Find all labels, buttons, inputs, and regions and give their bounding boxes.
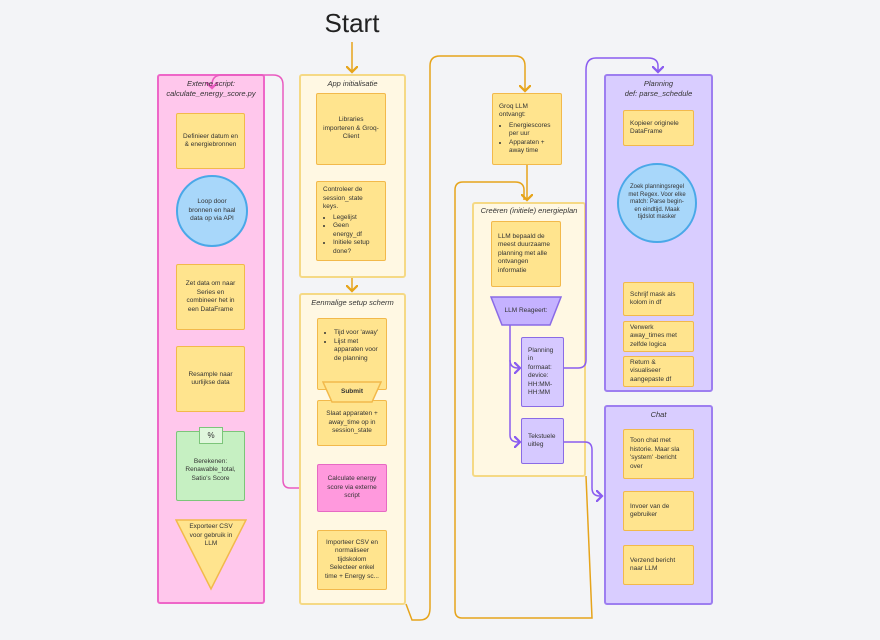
loop-sources-circle[interactable]: Loop door bronnen en haal data op via AP… [176, 175, 248, 247]
setup-input-note[interactable]: Tijd voor 'away' Lijst met apparaten voo… [317, 318, 387, 390]
chat-title: Chat [650, 410, 667, 419]
app-init-title: App initialisatie [327, 79, 378, 88]
return-visualize-note[interactable]: Return & visualiseer aangepaste df [623, 356, 694, 387]
resample-note[interactable]: Resample naar uurlijkse data [176, 346, 245, 412]
llm-reacts-shape[interactable] [490, 296, 562, 326]
arrow-format-to-planning [563, 57, 658, 369]
arrow-react-to-format [509, 325, 520, 368]
session-state-note[interactable]: Controleer de session_state keys. Legeli… [316, 181, 386, 261]
planning-format-note[interactable]: Planning in formaat: device: HH:MM-HH:MM [521, 337, 564, 407]
llm-reacts-label: LLM Reageert: [504, 307, 548, 314]
series-note[interactable]: Zet data om naar Series en combineer het… [176, 264, 245, 330]
import-csv-note[interactable]: Importeer CSV en normaliseer tijdskolom … [317, 530, 387, 590]
energy-plan-title: Creëren (initiele) energieplan [480, 206, 578, 215]
store-devices-note[interactable]: Slaat apparaten + away_time op in sessio… [317, 400, 387, 446]
chat-history-note[interactable]: Toon chat met historie. Maar sla 'system… [623, 429, 694, 479]
arrow-react-to-text [509, 360, 520, 442]
calculate-energy-note[interactable]: Calculate energy score via externe scrip… [317, 464, 387, 512]
send-message-note[interactable]: Verzend bericht naar LLM [623, 545, 694, 585]
arrow-pink-loop [212, 74, 299, 489]
define-sources-note[interactable]: Definieer datum en & energiebronnen [176, 113, 245, 169]
external-script-title: Externe script:calculate_energy_score.py [166, 79, 256, 98]
arrow-plan-loop [454, 181, 593, 619]
export-triangle[interactable] [175, 519, 247, 591]
arrow-setup-to-groq [405, 55, 525, 621]
regex-loop-circle[interactable]: Zoek planningsregel met Regex. Voor elke… [617, 163, 697, 243]
libraries-note[interactable]: Libraries importeren & Groq-Client [316, 93, 386, 165]
llm-determines-note[interactable]: LLM bepaald de meest duurzaame planning … [491, 221, 561, 287]
export-label: Exporteer CSV voor gebruik in LLM [189, 523, 233, 547]
setup-screen-title: Eenmalige setup scherm [311, 298, 394, 307]
submit-button-shape[interactable] [322, 381, 382, 403]
groq-receives-note[interactable]: Groq LLM ontvangt: Energiescores per uur… [492, 93, 562, 165]
percent-badge: % [199, 427, 223, 444]
copy-dataframe-note[interactable]: Kopieer originele DataFrame [623, 110, 694, 146]
arrow-text-to-chat [563, 441, 602, 496]
submit-button[interactable]: Submit [340, 388, 364, 395]
away-times-note[interactable]: Verwerk away_times met zelfde logica [623, 321, 694, 352]
write-mask-note[interactable]: Schrijf mask als kolom in df [623, 282, 694, 316]
user-input-note[interactable]: Invoer van de gebruiker [623, 491, 694, 531]
text-explanation-note[interactable]: Tekstuele uitleg [521, 418, 564, 464]
start-title: Start [324, 8, 380, 38]
